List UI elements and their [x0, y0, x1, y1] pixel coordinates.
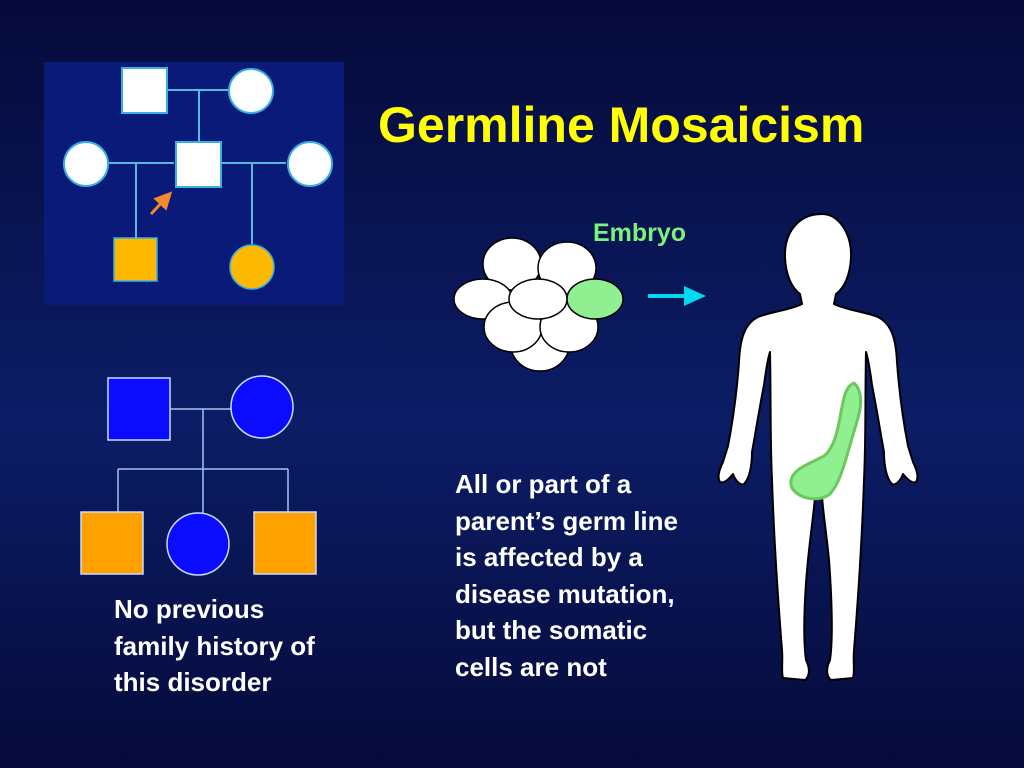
embryo-cluster: [453, 237, 624, 372]
germline-explanation: All or part of a parent’s germ line is a…: [455, 469, 678, 682]
inset-spouse-left-circle: [63, 141, 109, 187]
pedigree-inset: [44, 62, 344, 305]
embryo-cell: [508, 278, 568, 320]
inset-affected-daughter-circle: [229, 244, 275, 290]
inset-grandfather-square: [121, 67, 168, 114]
mother-circle: [230, 375, 294, 439]
inset-spouse-right-circle: [287, 141, 333, 187]
pedigree-lines: [117, 408, 289, 514]
arrow-right-icon: [648, 286, 706, 306]
family-history-note: No previous family history of this disor…: [114, 594, 315, 697]
mutated-gonad-region: [789, 381, 863, 501]
mutant-embryo-cell: [566, 278, 624, 320]
inset-father-square: [175, 141, 222, 188]
pedigree-main: [80, 375, 317, 576]
slide-title: Germline Mosaicism: [378, 97, 865, 153]
affected-son-left-square: [80, 511, 144, 575]
affected-son-right-square: [253, 511, 317, 575]
embryo-label: Embryo: [593, 219, 687, 247]
inset-lines: [109, 89, 286, 244]
human-body-figure: [717, 213, 919, 681]
inset-affected-son-square: [113, 237, 158, 282]
daughter-circle: [166, 512, 230, 576]
proband-arrow-icon: [149, 191, 173, 216]
father-square: [107, 377, 171, 441]
inset-grandmother-circle: [228, 68, 274, 114]
